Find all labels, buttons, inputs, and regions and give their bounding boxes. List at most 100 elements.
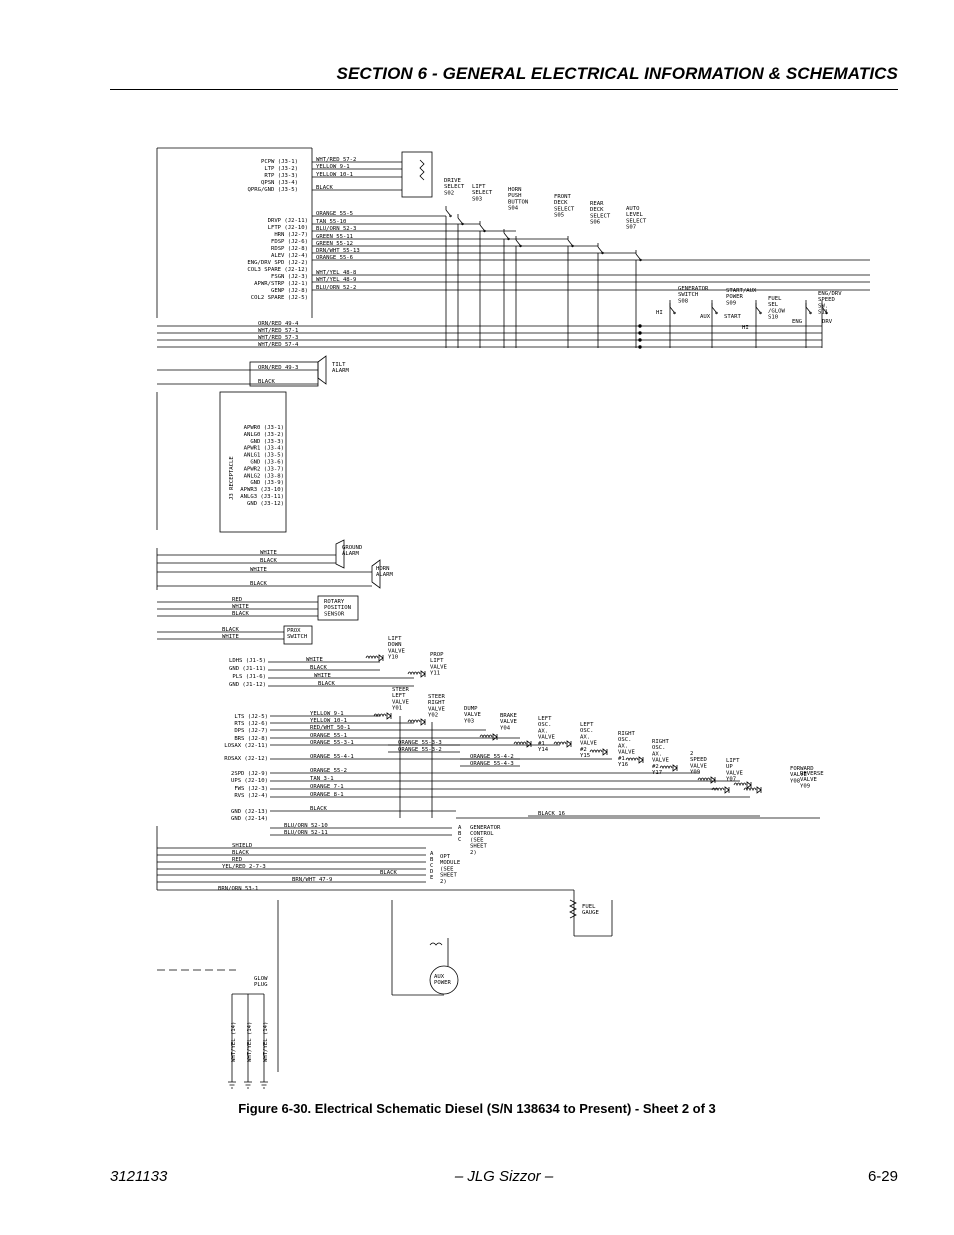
wire-label: BLACK [258, 379, 275, 385]
wire-label: WHT/RED 57-1 [258, 328, 298, 334]
switch-blade [503, 232, 509, 239]
diode [420, 718, 426, 726]
junction-dot [638, 345, 642, 349]
valve-coil [659, 765, 673, 770]
switch-pivot [673, 311, 676, 315]
wire-label: YELLOW 10-1 [310, 718, 347, 724]
wire-label: BLU/ORN 52-11 [284, 830, 328, 836]
section-title: SECTION 6 - GENERAL ELECTRICAL INFORMATI… [336, 64, 898, 83]
pin-label: GENP (J2-8) [271, 288, 308, 294]
wire-label: WHT/YEL (14) [231, 1022, 237, 1062]
pin-label: GND (J2-13) [231, 809, 268, 815]
switch-position-label: HI [742, 325, 749, 331]
pin-label: FSGN (J2-3) [271, 274, 308, 280]
pin-label: GND (J3-12) [247, 501, 284, 507]
switch-blade [805, 306, 811, 313]
pin-label: ANLG0 (J3-2) [244, 432, 284, 438]
lift-down-valve-coil [365, 655, 379, 660]
wire-label: WHT/RED 57-3 [258, 335, 298, 341]
pin-label: QPSN (J3-4) [261, 180, 298, 186]
top-switch-block [401, 151, 433, 198]
wire-label: ORANGE 55-2 [310, 768, 347, 774]
diode [420, 670, 426, 678]
switch-blade [755, 306, 761, 313]
pin-label: APWR/STRP (J2-1) [254, 281, 308, 287]
wire-label: TAN 55-10 [316, 219, 346, 225]
wire-label: BLACK [250, 581, 267, 587]
wire-label: WHITE [306, 657, 323, 663]
wire-label: YELLOW 9-1 [316, 164, 350, 170]
wire-label: WHT/YEL (14) [247, 1022, 253, 1062]
pin-label: BRS (J2-8) [234, 736, 268, 742]
ground-symbol [228, 1081, 236, 1089]
pin-label: ENG/DRV SPD (J2-2) [247, 260, 308, 266]
j3-receptacle-box [219, 391, 287, 533]
wire-label: BLACK [380, 870, 397, 876]
wire-label: ORANGE 55-5 [316, 211, 353, 217]
diode [492, 733, 498, 741]
switch-position-label: DRV [822, 319, 833, 325]
valve-coil [697, 777, 711, 782]
diode [378, 654, 384, 662]
valve-coil [553, 741, 567, 746]
schematic-lines [156, 147, 870, 1089]
rotary-sensor-box [317, 595, 359, 621]
switch-blade [821, 306, 827, 313]
resistor-symbol [419, 159, 425, 181]
pin-label: GND (J1-11) [229, 666, 266, 672]
switch-pivot [759, 311, 762, 315]
wire-label: ORANGE 55-6 [316, 255, 353, 261]
pin-label: GND (J2-14) [231, 816, 268, 822]
connector-pin: B [458, 831, 462, 837]
wire-label: ORANGE 55-1 [310, 733, 347, 739]
pin-label: LFTP (J2-10) [268, 225, 308, 231]
valve-coil [479, 734, 493, 739]
pin-label: ANLG1 (J3-5) [244, 453, 284, 459]
wire-label: GREEN 55-11 [316, 234, 353, 240]
footer-title: – JLG Sizzor – [454, 1168, 554, 1185]
switch-blade [515, 239, 521, 246]
pin-label: ALEV (J2-4) [271, 253, 308, 259]
wire-label: YEL/RED 2-7-3 [222, 864, 266, 870]
wire-label: BLU/ORN 52-2 [316, 285, 356, 291]
pin-label: GND (J3-9) [250, 480, 284, 486]
switch-blade [479, 224, 485, 231]
switch-blade [635, 253, 641, 260]
switch-position-label: ENG [792, 319, 803, 325]
switch-pivot [519, 244, 522, 248]
switch-position-label: START [724, 314, 741, 320]
wire-label: WHT/YEL (14) [263, 1022, 269, 1062]
wire-label: GREEN 55-12 [316, 241, 353, 247]
pin-label: LTP (J3-2) [264, 166, 298, 172]
wire-label: BLACK [310, 665, 327, 671]
aux-power-motor [429, 965, 459, 995]
page-header: SECTION 6 - GENERAL ELECTRICAL INFORMATI… [110, 64, 898, 94]
wire-label: ORN/RED 49-3 [258, 365, 298, 371]
wire-label: RED [232, 857, 243, 863]
switch-pivot [483, 229, 486, 233]
switch-blade [567, 239, 573, 246]
pin-label: FDSP (J2-6) [271, 239, 308, 245]
switch-pivot [825, 311, 828, 315]
wire-label: SHIELD [232, 843, 253, 849]
wire-label: ORANGE 55-3-1 [310, 740, 354, 746]
pin-label: RTS (J2-6) [234, 721, 268, 727]
alarm-symbol [335, 539, 345, 569]
switch-pivot [601, 251, 604, 255]
